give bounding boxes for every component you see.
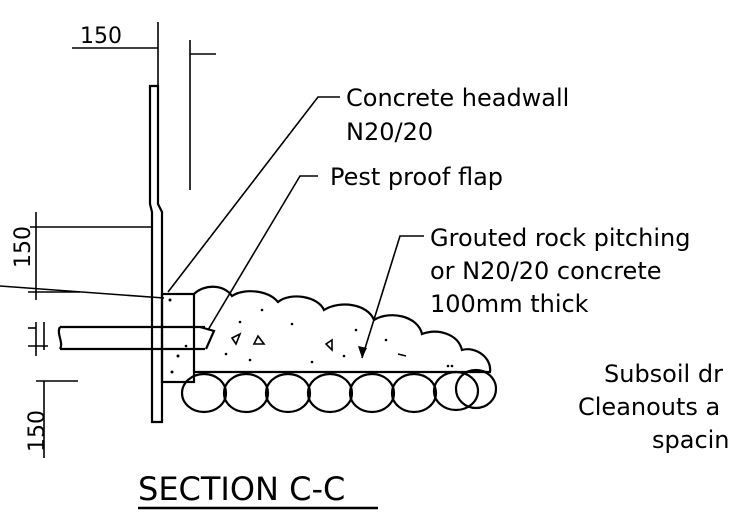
- boulder: [264, 372, 312, 414]
- section-title-group: SECTION C-C: [138, 470, 378, 510]
- subsoil-label-3: spacin: [652, 426, 730, 454]
- annotations: Concrete headwall N20/20 Pest proof flap…: [330, 84, 730, 454]
- headwall-rect: [160, 292, 196, 384]
- pitching-label-3: 100mm thick: [430, 290, 589, 318]
- leaders: [167, 96, 424, 359]
- pipe-break: [57, 326, 63, 350]
- headwall-label-1: Concrete headwall: [346, 84, 569, 112]
- pitching-label-2: or N20/20 concrete: [430, 257, 662, 285]
- mound-outline: [193, 285, 492, 374]
- boulder: [348, 372, 396, 414]
- wall-post: [148, 84, 164, 424]
- leader-to-wall: [0, 285, 165, 299]
- post-outline: [148, 84, 164, 424]
- leader-pitching: [361, 235, 424, 359]
- section-title: SECTION C-C: [138, 470, 345, 508]
- top-dim-value: 150: [80, 24, 122, 49]
- pitching-label-1: Grouted rock pitching: [430, 224, 690, 252]
- top-dimension: 150: [72, 22, 216, 190]
- leader-headwall: [167, 96, 340, 293]
- flap-shape: [199, 325, 216, 350]
- boulder: [432, 370, 480, 412]
- subsoil-label-2: Cleanouts a: [578, 393, 720, 421]
- left-dim-upper-value: 150: [11, 226, 36, 268]
- headwall-label-2: N20/20: [346, 118, 433, 146]
- boulder-row: [180, 368, 498, 414]
- rock-pitching: [193, 285, 492, 374]
- boulder: [222, 372, 270, 414]
- boulder: [306, 372, 354, 414]
- left-dimensions: 150 150: [0, 212, 165, 458]
- flap-label: Pest proof flap: [330, 163, 503, 191]
- headwall-block: [160, 292, 196, 384]
- pipe: [57, 325, 216, 351]
- left-dim-lower-value: 150: [25, 410, 50, 452]
- leader-flap: [207, 175, 318, 331]
- boulder: [180, 372, 228, 414]
- subsoil-label-1: Subsoil dr: [604, 360, 723, 388]
- boulder: [454, 368, 498, 410]
- boulder: [390, 372, 438, 414]
